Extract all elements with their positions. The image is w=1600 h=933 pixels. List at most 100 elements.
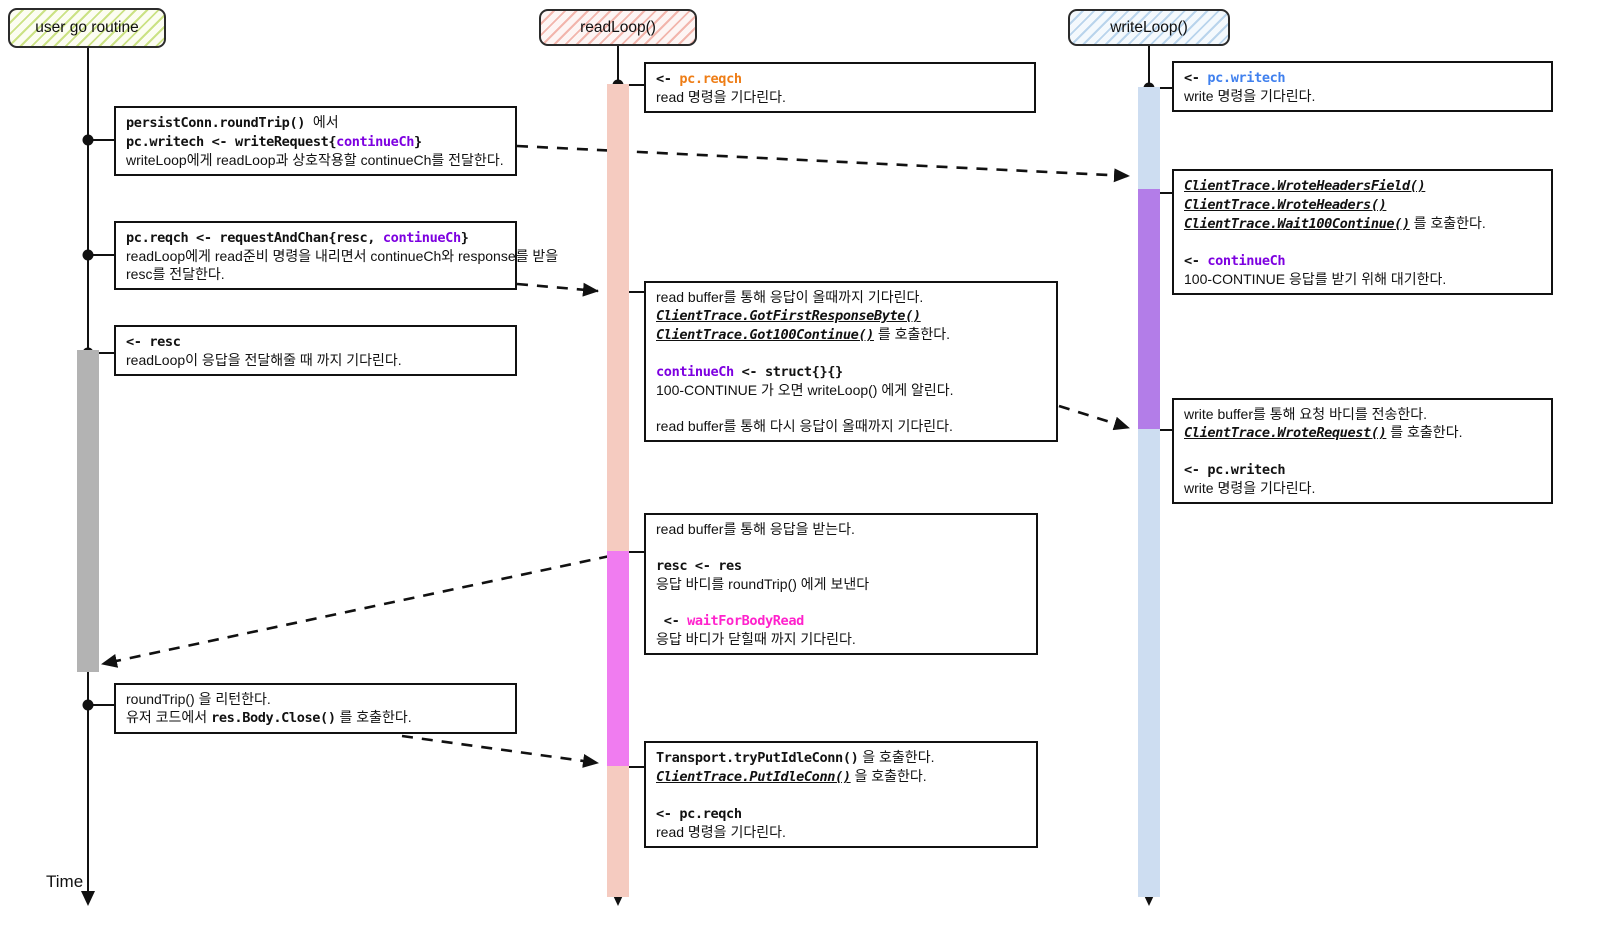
actor-user-go-routine: user go routine bbox=[8, 8, 166, 48]
text-span: <- bbox=[656, 613, 688, 629]
text-span: roundTrip() 을 리턴한다. bbox=[126, 691, 271, 707]
text-span: 100-CONTINUE 응답를 받기 위해 대기한다. bbox=[1184, 271, 1447, 287]
actor-label: readLoop() bbox=[580, 18, 656, 36]
text-span: read buffer를 통해 응답이 올때까지 기다린다. bbox=[656, 289, 924, 305]
note-line: pc.writech <- writeRequest{continueCh} bbox=[126, 132, 505, 151]
text-span: 100-CONTINUE 가 오면 writeLoop() 에게 알린다. bbox=[656, 382, 954, 398]
note-line: <- continueCh bbox=[1184, 251, 1541, 270]
note-line bbox=[656, 538, 1026, 556]
actor-label: writeLoop() bbox=[1110, 18, 1188, 36]
text-span: read buffer를 통해 응답을 받는다. bbox=[656, 521, 855, 537]
text-span: 응답 바디를 roundTrip() 에게 보낸다 bbox=[656, 576, 870, 592]
note-line: ClientTrace.Wait100Continue() 를 호출한다. bbox=[1184, 214, 1541, 233]
time-label: Time bbox=[46, 872, 84, 891]
arrow-requestandchan bbox=[516, 282, 599, 297]
note-line bbox=[656, 786, 1026, 804]
activation-bar-user bbox=[77, 350, 99, 672]
note-line: read buffer를 통해 응답을 받는다. bbox=[656, 520, 1026, 538]
text-span: ClientTrace.Got100Continue() bbox=[656, 327, 874, 343]
text-span: 응답 바디가 닫힐때 까지 기다린다. bbox=[656, 631, 856, 647]
text-span: ClientTrace.GotFirstResponseByte() bbox=[656, 308, 921, 324]
text-span: pc.reqch <- requestAndChan{resc, bbox=[126, 230, 383, 246]
text-span: read 명령을 기다린다. bbox=[656, 89, 786, 105]
note-line: write buffer를 통해 요청 바디를 전송한다. bbox=[1184, 405, 1541, 423]
note-line: Transport.tryPutIdleConn() 을 호출한다. bbox=[656, 748, 1026, 767]
text-span: Transport.tryPutIdleConn() bbox=[656, 750, 859, 766]
text-span: resc를 전달한다. bbox=[126, 266, 225, 282]
text-span: ClientTrace.WroteHeaders() bbox=[1184, 197, 1387, 213]
note-line: 100-CONTINUE 가 오면 writeLoop() 에게 알린다. bbox=[656, 381, 1046, 399]
note-line: 100-CONTINUE 응답를 받기 위해 대기한다. bbox=[1184, 270, 1541, 288]
arrow-continue-signal bbox=[1058, 404, 1130, 431]
note-line: read buffer를 통해 응답이 올때까지 기다린다. bbox=[656, 288, 1046, 306]
text-span: readLoop에게 read준비 명령을 내리면서 continueCh와 r… bbox=[126, 248, 559, 264]
text-span: pc.reqch bbox=[679, 71, 742, 87]
text-span: write buffer를 통해 요청 바디를 전송한다. bbox=[1184, 406, 1428, 422]
connection-dot bbox=[82, 134, 94, 146]
note-line: ClientTrace.WroteHeadersField() bbox=[1184, 176, 1541, 195]
text-span: <- bbox=[1184, 70, 1208, 86]
note-line: resc를 전달한다. bbox=[126, 265, 505, 283]
text-span: ClientTrace.WroteHeadersField() bbox=[1184, 178, 1426, 194]
note-line: <- pc.reqch bbox=[656, 804, 1026, 823]
note-write-send-body: write buffer를 통해 요청 바디를 전송한다.ClientTrace… bbox=[1172, 398, 1553, 504]
note-line: write 명령을 기다린다. bbox=[1184, 87, 1541, 105]
note-line: write 명령을 기다린다. bbox=[1184, 479, 1541, 497]
note-line: continueCh <- struct{}{} bbox=[656, 362, 1046, 381]
text-span: 을 호출한다. bbox=[850, 768, 927, 784]
note-line: ClientTrace.GotFirstResponseByte() bbox=[656, 306, 1046, 325]
arrow-resc-response bbox=[101, 554, 611, 668]
text-span: ClientTrace.WroteRequest() bbox=[1184, 425, 1387, 441]
text-span: 를 호출한다. bbox=[335, 709, 412, 725]
note-read-idle-conn: Transport.tryPutIdleConn() 을 호출한다.Client… bbox=[644, 741, 1038, 848]
note-line: writeLoop에게 readLoop과 상호작용할 continueCh를 … bbox=[126, 151, 505, 169]
note-line: ClientTrace.WroteHeaders() bbox=[1184, 195, 1541, 214]
text-span: ClientTrace.Wait100Continue() bbox=[1184, 216, 1410, 232]
text-span: 유저 코드에서 bbox=[126, 709, 212, 725]
note-line: ClientTrace.Got100Continue() 를 호출한다. bbox=[656, 325, 1046, 344]
note-line bbox=[1184, 442, 1541, 460]
note-line: read 명령을 기다린다. bbox=[656, 88, 1024, 106]
connection-dot bbox=[82, 249, 94, 261]
text-span: readLoop이 응답을 전달해줄 때 까지 기다린다. bbox=[126, 352, 402, 368]
note-line: ClientTrace.WroteRequest() 를 호출한다. bbox=[1184, 423, 1541, 442]
note-line: <- pc.writech bbox=[1184, 68, 1541, 87]
text-span: } bbox=[460, 230, 469, 246]
text-span: <- resc bbox=[126, 334, 181, 350]
actor-writeloop: writeLoop() bbox=[1068, 9, 1230, 46]
text-span: 를 호출한다. bbox=[1409, 215, 1486, 231]
note-line: ClientTrace.PutIdleConn() 을 호출한다. bbox=[656, 767, 1026, 786]
note-line: persistConn.roundTrip() 에서 bbox=[126, 113, 505, 132]
text-span: writeLoop에게 readLoop과 상호작용할 continueCh를 … bbox=[126, 152, 504, 168]
note-line bbox=[656, 344, 1046, 362]
text-span: read buffer를 통해 다시 응답이 올때까지 기다린다. bbox=[656, 418, 953, 434]
activation-bar-readloop-active bbox=[607, 551, 629, 766]
text-span: continueCh bbox=[382, 230, 461, 246]
text-span: continueCh bbox=[336, 134, 415, 150]
note-line: <- resc bbox=[126, 332, 505, 351]
text-span: <- bbox=[656, 71, 680, 87]
note-line bbox=[1184, 233, 1541, 251]
note-line: roundTrip() 을 리턴한다. bbox=[126, 690, 505, 708]
connection-dot bbox=[82, 699, 94, 711]
text-span: 에서 bbox=[305, 114, 339, 130]
actor-label: user go routine bbox=[35, 19, 139, 36]
text-span: continueCh bbox=[1207, 253, 1286, 269]
text-span: 를 호출한다. bbox=[873, 326, 951, 342]
note-user-requestandchan: pc.reqch <- requestAndChan{resc, continu… bbox=[114, 221, 558, 290]
text-span: <- pc.writech bbox=[1184, 462, 1286, 478]
note-line: resc <- res bbox=[656, 556, 1026, 575]
note-line: readLoop에게 read준비 명령을 내리면서 continueCh와 r… bbox=[126, 247, 558, 265]
text-span: persistConn.roundTrip() bbox=[126, 115, 306, 131]
text-span: res.Body.Close() bbox=[211, 710, 336, 726]
note-line bbox=[656, 593, 1026, 611]
note-line: <- pc.reqch bbox=[656, 69, 1024, 88]
note-line: <- waitForBodyRead bbox=[656, 611, 1026, 630]
note-line: read 명령을 기다린다. bbox=[656, 823, 1026, 841]
text-span: pc.writech <- writeRequest{ bbox=[126, 134, 337, 150]
text-span: 을 호출한다. bbox=[858, 749, 935, 765]
